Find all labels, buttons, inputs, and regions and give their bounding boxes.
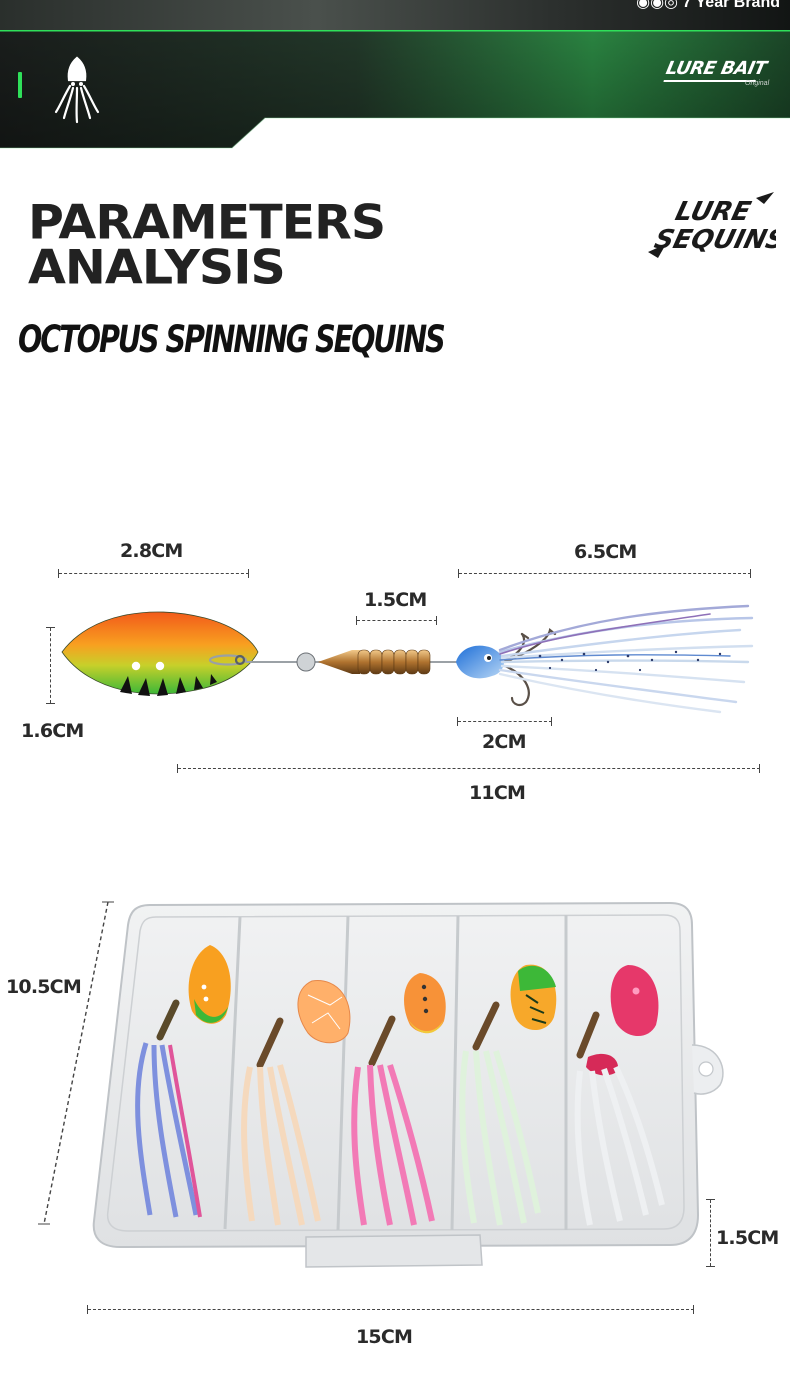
spinner-compartment-3 <box>351 973 446 1226</box>
blade-height-tick-top <box>46 627 55 628</box>
blade-height-label: 1.6CM <box>21 720 84 742</box>
box-depth-tick-top <box>706 1199 715 1200</box>
box-height-line <box>38 901 114 1225</box>
top-strip-text: ◉◉◎ 7 Year Brand <box>636 0 780 11</box>
box-depth-tick-bottom <box>706 1266 715 1267</box>
brand-logo-text: LURE BAIT <box>664 58 769 79</box>
spinner-compartment-2 <box>241 980 351 1226</box>
box-width-label: 15CM <box>356 1326 413 1348</box>
page-title-line-1: PARAMETERS <box>28 195 386 250</box>
brass-cone <box>318 650 360 674</box>
metal-bead <box>296 652 316 672</box>
skirt-speckles <box>538 650 722 672</box>
side-logo-line1: LURE <box>672 196 754 227</box>
hook-size-line <box>458 721 552 722</box>
brand-logo: LURE BAIT <box>663 58 768 82</box>
brass-body <box>357 649 431 675</box>
body-length-tick-right <box>436 616 437 625</box>
total-length-line <box>178 768 760 769</box>
skirt-length-line <box>459 573 751 574</box>
total-length-tick-right <box>759 764 760 773</box>
spinner-blade <box>61 611 259 696</box>
body-length-tick-left <box>356 616 357 625</box>
box-height-label: 10.5CM <box>6 976 82 998</box>
page-title-line-2: ANALYSIS <box>28 240 286 295</box>
box-width-tick-right <box>693 1305 694 1314</box>
box-depth-label: 1.5CM <box>716 1227 779 1249</box>
blade-height-tick-bottom <box>46 703 55 704</box>
box-width-tick-left <box>87 1305 88 1314</box>
spinner-compartment-1 <box>135 945 231 1218</box>
total-length-tick-left <box>177 764 178 773</box>
blade-clevis <box>208 654 248 666</box>
top-strip: ◉◉◎ 7 Year Brand <box>0 0 790 34</box>
octopus-head <box>456 645 504 679</box>
spinner-lure-image <box>61 604 754 714</box>
body-length-line <box>357 620 437 621</box>
lure-sequins-logo: LURE SEQUINS <box>648 192 776 258</box>
hook-size-tick-right <box>551 717 552 726</box>
squid-icon <box>54 56 100 124</box>
hook-size-label: 2CM <box>482 731 526 753</box>
spinner-compartment-5 <box>574 965 665 1226</box>
skirt-length-label: 6.5CM <box>574 541 637 563</box>
spinner-compartment-4 <box>459 964 557 1226</box>
hook-size-tick-left <box>457 717 458 726</box>
blade-length-tick-left <box>58 569 59 578</box>
box-width-line <box>88 1309 694 1310</box>
blade-length-label: 2.8CM <box>120 540 183 562</box>
brand-logo-sub: Original <box>745 80 770 87</box>
total-length-label: 11CM <box>469 782 526 804</box>
accent-tick <box>18 72 22 98</box>
skirt-length-tick-left <box>458 569 459 578</box>
blade-length-tick-right <box>248 569 249 578</box>
product-subtitle: OCTOPUS SPINNING SEQUINS <box>18 318 446 361</box>
skirt-length-tick-right <box>750 569 751 578</box>
body-length-label: 1.5CM <box>364 589 427 611</box>
silicone-skirt <box>498 604 754 714</box>
header-banner <box>0 30 790 149</box>
blade-length-line <box>59 573 249 574</box>
tackle-box-image <box>92 901 724 1268</box>
blade-height-line <box>50 628 51 703</box>
box-depth-line <box>710 1200 711 1266</box>
side-logo-line2: SEQUINS <box>651 224 776 255</box>
